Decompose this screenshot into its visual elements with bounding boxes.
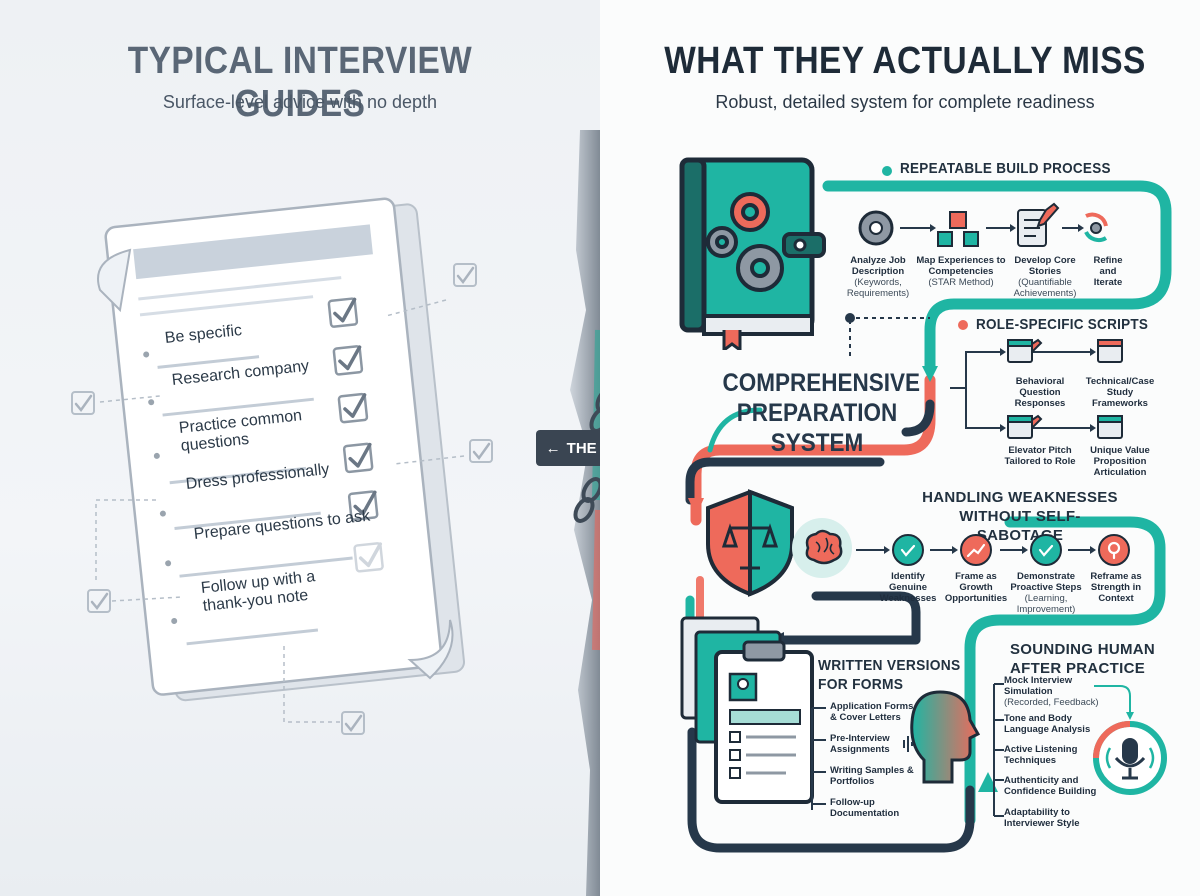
left-subtitle: Surface-level advice with no depth (162, 92, 438, 112)
center-title: COMPREHENSIVE PREPARATION SYSTEM (722, 368, 921, 458)
floating-checkboxes (71, 263, 493, 735)
human-heading-line-1: SOUNDING HUMAN (1010, 641, 1156, 658)
right-title: WHAT THEY ACTUALLY MISS (664, 40, 1146, 82)
human-item-5: Adaptability to Interviewer Style (1004, 807, 1080, 829)
right-subtitle: Robust, detailed system for complete rea… (715, 92, 1095, 112)
scripts-icons (950, 338, 1123, 439)
written-heading: WRITTEN VERSIONS FOR FORMS (818, 656, 960, 694)
human-item-3: Active Listening Techniques (1004, 744, 1078, 766)
written-heading-line-2: FOR FORMS (818, 676, 904, 693)
gear-icon (858, 210, 894, 246)
script-item-3: Elevator Pitch Tailored to Role (1004, 445, 1076, 467)
build-step-3: Develop Core Stories(Quantifiable Achiev… (1013, 255, 1077, 299)
build-step-4: Refine and Iterate (1093, 255, 1123, 288)
center-title-line-1: COMPREHENSIVE (722, 369, 921, 397)
written-item-2: Pre-Interview Assignments (830, 733, 890, 755)
checklist-paper (97, 197, 466, 702)
left-title: TYPICAL INTERVIEW GUIDES (127, 40, 473, 125)
build-process-dot (882, 166, 892, 176)
human-item-4: Authenticity and Confidence Building (1004, 775, 1097, 797)
script-item-4: Unique Value Proposition Articulation (1090, 445, 1150, 478)
script-item-2: Technical/Case Study Frameworks (1085, 376, 1155, 409)
scripts-dot (958, 320, 968, 330)
center-title-line-3: SYSTEM (770, 429, 864, 457)
build-step-2: Map Experiences to Competencies(STAR Met… (916, 255, 1006, 288)
weakness-step-4: Reframe as Strength in Context (1090, 571, 1142, 604)
shield-scale-icon (706, 489, 794, 597)
microphone-icon (1093, 721, 1167, 795)
written-item-3: Writing Samples & Portfolios (830, 765, 914, 787)
weakness-step-1: Identify Genuine Weaknesses (879, 571, 937, 604)
brain-icon (805, 529, 843, 565)
written-item-4: Follow-up Documentation (830, 797, 900, 819)
document-stack-icon (680, 616, 814, 804)
weakness-step-icons (856, 534, 1130, 566)
script-item-1: Behavioral Question Responses (1014, 376, 1066, 409)
written-heading-line-1: WRITTEN VERSIONS (818, 657, 961, 674)
weakness-heading-line-1: HANDLING WEAKNESSES (922, 489, 1118, 506)
human-heading: SOUNDING HUMAN AFTER PRACTICE (1010, 640, 1155, 678)
build-step-icons (858, 202, 1108, 247)
build-step-1: Analyze Job Description(Keywords, Requir… (846, 255, 910, 299)
human-arrow (1094, 685, 1134, 720)
human-connectors (993, 683, 1004, 817)
human-heading-line-2: AFTER PRACTICE (1010, 660, 1146, 677)
center-title-line-2: PREPARATION (736, 399, 898, 427)
written-connectors (811, 707, 826, 810)
weakness-heading: HANDLING WEAKNESSES WITHOUT SELF-SABOTAG… (920, 488, 1120, 545)
scripts-heading: ROLE-SPECIFIC SCRIPTS (976, 316, 1149, 333)
written-item-1: Application Forms & Cover Letters (830, 701, 914, 723)
human-item-1: Mock Interview Simulation(Recorded, Feed… (1004, 675, 1099, 708)
build-process-heading: REPEATABLE BUILD PROCESS (900, 160, 1111, 177)
weakness-step-3: Demonstrate Proactive Steps(Learning, Im… (1010, 571, 1082, 615)
head-profile-icon (903, 690, 980, 784)
human-item-2: Tone and Body Language Analysis (1004, 713, 1091, 735)
playbook-icon (679, 157, 826, 350)
weakness-step-2: Frame as Growth Opportunities (944, 571, 1008, 604)
